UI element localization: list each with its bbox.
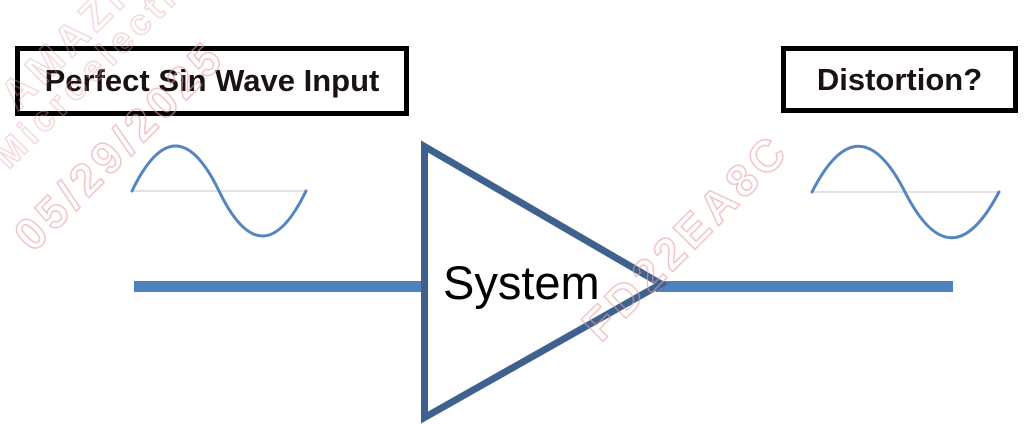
input-label: Perfect Sin Wave Input bbox=[44, 63, 380, 98]
output-label-box: Distortion? bbox=[781, 46, 1018, 113]
system-label: System bbox=[443, 256, 600, 309]
input-sine-wave bbox=[130, 144, 308, 238]
input-label-box: Perfect Sin Wave Input bbox=[15, 46, 409, 116]
output-label: Distortion? bbox=[816, 61, 983, 97]
system-triangle bbox=[421, 140, 669, 424]
output-sine-wave bbox=[810, 145, 1001, 239]
